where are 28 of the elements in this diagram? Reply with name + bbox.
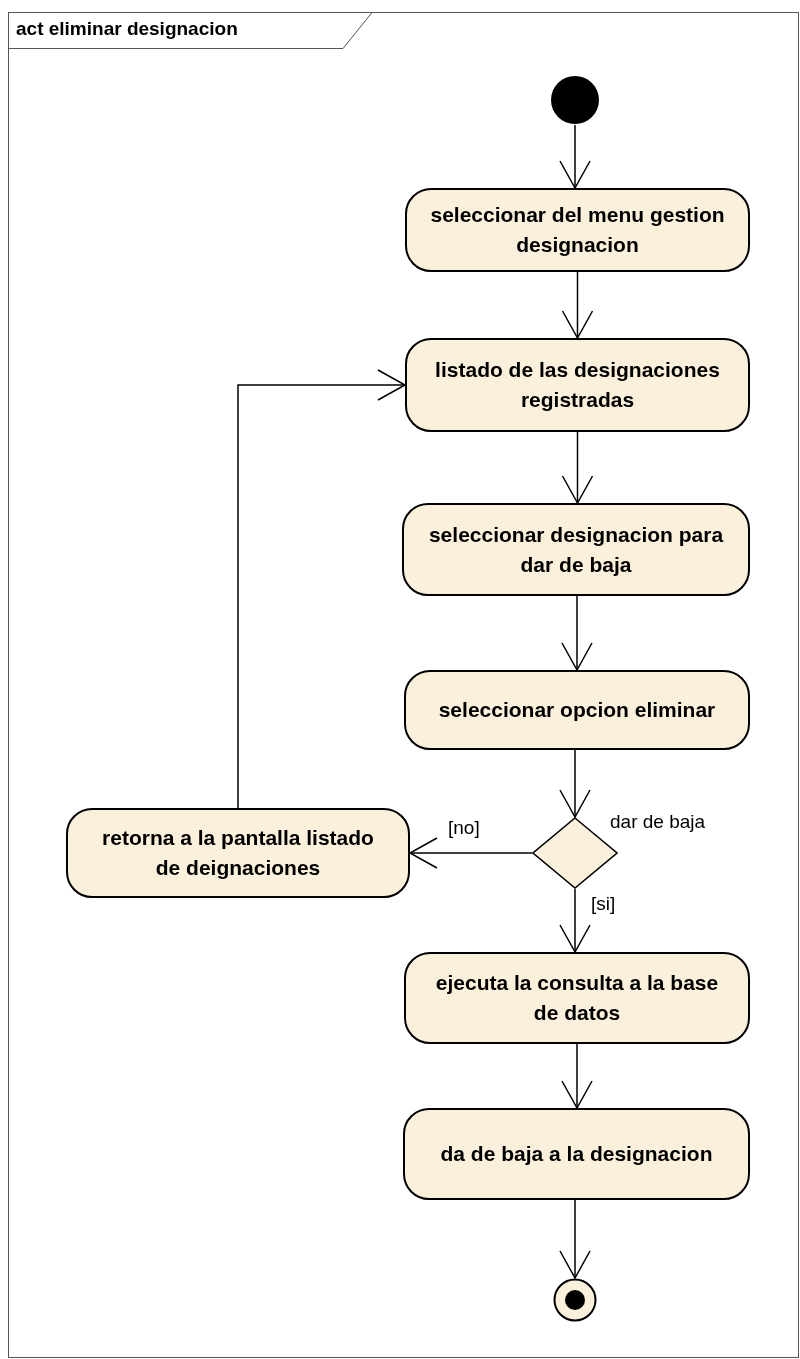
arrow <box>559 1199 591 1279</box>
start-node <box>550 75 600 125</box>
arrow <box>559 749 591 818</box>
action-box <box>403 1108 750 1200</box>
action-box <box>405 338 750 432</box>
action-label: ejecuta la consulta a la base de datos <box>434 970 720 1026</box>
arrow <box>561 595 593 671</box>
action-box <box>402 503 750 596</box>
arrow <box>561 431 594 504</box>
action-box <box>404 952 750 1044</box>
arrow <box>559 124 591 189</box>
action-label: retorna a la pantalla listado de deignaciones <box>101 825 375 881</box>
action-box <box>66 808 410 898</box>
arrow <box>559 888 591 953</box>
arrow <box>237 369 406 809</box>
action-label: listado de las designaciones registradas <box>434 357 721 413</box>
arrow <box>409 837 533 869</box>
diagram-title: act eliminar designacion <box>16 18 238 40</box>
action-box <box>404 670 750 750</box>
action-label: seleccionar designacion para dar de baja <box>427 521 725 578</box>
arrow <box>561 271 594 339</box>
action-label: seleccionar opcion eliminar <box>438 697 716 723</box>
decision-label: dar de baja <box>610 811 706 833</box>
action-box <box>405 188 750 272</box>
action-label: seleccionar del menu gestion designacion <box>429 202 726 258</box>
arrow <box>561 1043 593 1109</box>
end-node <box>553 1278 597 1322</box>
action-label: da de baja a la designacion <box>440 1141 713 1167</box>
